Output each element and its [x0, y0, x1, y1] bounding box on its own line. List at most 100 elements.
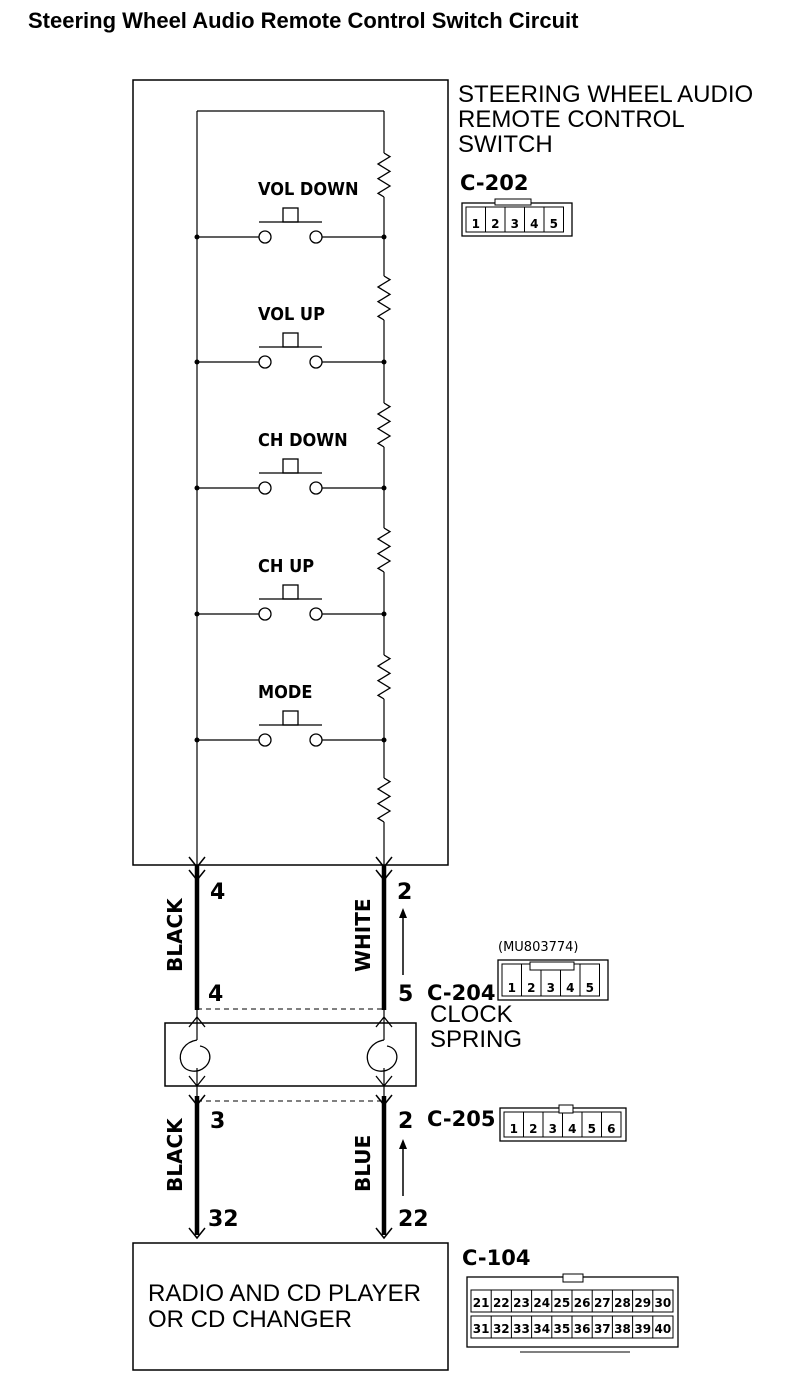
c205-label: C-205 [427, 1107, 495, 1131]
junction-dot [381, 485, 387, 491]
connector-key [558, 1104, 574, 1114]
pin-number: 35 [554, 1322, 571, 1336]
switch-label: CH UP [258, 556, 314, 577]
switch-vol-up: VOL UP [194, 304, 387, 369]
resistor-2 [376, 275, 392, 321]
signal-arrow-upper [399, 908, 407, 975]
switch-label: VOL DOWN [258, 179, 359, 200]
pin-number: 21 [473, 1296, 490, 1310]
connector-body [497, 959, 609, 1001]
resistor-4 [376, 527, 392, 573]
pin-number: 38 [614, 1322, 631, 1336]
clock-spring-label-line2: SPRING [430, 1026, 522, 1053]
switch-plunger [282, 584, 299, 600]
connector-key [529, 961, 575, 971]
switch-ch-down: CH DOWN [194, 430, 387, 495]
pin-number: 27 [594, 1296, 611, 1310]
pin-number: 36 [574, 1322, 591, 1336]
switch-plunger [282, 207, 299, 223]
pin-number: 2 [491, 217, 499, 231]
pin-upper-right-bottom: 5 [398, 982, 413, 1007]
wire-color-black-lower: BLACK [163, 1117, 187, 1192]
pin-number: 25 [554, 1296, 571, 1310]
contact [258, 733, 272, 747]
connector-key [494, 198, 532, 206]
pin-number: 32 [493, 1322, 510, 1336]
pin-lower-right-bottom: 22 [398, 1207, 429, 1232]
switch-unit-box [132, 79, 449, 866]
pin-number: 1 [510, 1122, 518, 1136]
pin-number: 29 [634, 1296, 651, 1310]
c204-label: C-204 [427, 981, 495, 1005]
pin-number: 30 [655, 1296, 672, 1310]
pin-number: 1 [508, 981, 516, 995]
pin-upper-left-bottom: 4 [208, 982, 223, 1007]
junction-dot [194, 359, 200, 365]
resistor-1 [376, 152, 392, 198]
contact [309, 230, 323, 244]
switch-plunger [282, 332, 299, 348]
resistor-3 [376, 402, 392, 448]
c202-label: C-202 [460, 171, 528, 195]
contact [258, 230, 272, 244]
pin-lower-left-top: 3 [210, 1109, 225, 1134]
pin-upper-right-top: 2 [397, 880, 412, 905]
pin-number: 31 [473, 1322, 490, 1336]
pin-number: 3 [547, 981, 555, 995]
pin-number: 4 [566, 981, 574, 995]
pin-number: 4 [530, 217, 538, 231]
radio-unit-box [132, 1242, 449, 1371]
upper-wires [188, 856, 393, 1010]
junction-dot [194, 737, 200, 743]
pin-number: 4 [568, 1122, 576, 1136]
pin-number: 40 [655, 1322, 672, 1336]
switch-ch-up: CH UP [194, 556, 387, 621]
contact [258, 481, 272, 495]
pin-number: 28 [614, 1296, 631, 1310]
pin-number: 1 [472, 217, 480, 231]
clock-spring-label-line1: CLOCK [430, 1001, 513, 1028]
lower-wires [188, 1094, 393, 1240]
pin-frame [465, 206, 564, 233]
radio-label-line1: RADIO AND CD PLAYER [148, 1280, 421, 1307]
switch-plunger [282, 710, 299, 726]
radio-label-line2: OR CD CHANGER [148, 1306, 352, 1333]
contact [309, 733, 323, 747]
pin-number: 37 [594, 1322, 611, 1336]
pin-lower-left-bottom: 32 [208, 1207, 239, 1232]
pin-number: 33 [513, 1322, 530, 1336]
switch-unit-label-line2: REMOTE CONTROL [458, 106, 685, 133]
wire-color-blue: BLUE [351, 1135, 375, 1192]
pin-number: 22 [493, 1296, 510, 1310]
pin-number: 2 [529, 1122, 537, 1136]
pin-number: 39 [634, 1322, 651, 1336]
pin-number: 24 [533, 1296, 550, 1310]
pin-number: 5 [586, 981, 594, 995]
pin-upper-left-top: 4 [210, 880, 225, 905]
resistor-6 [376, 777, 392, 823]
pin-number: 26 [574, 1296, 591, 1310]
contact [258, 607, 272, 621]
signal-arrow-lower [399, 1139, 407, 1196]
connector-key [562, 1273, 584, 1283]
clock-spring-box [164, 1022, 417, 1087]
c104-label: C-104 [462, 1246, 530, 1270]
junction-dot [194, 485, 200, 491]
switch-unit-label-line1: STEERING WHEEL AUDIO [458, 81, 753, 108]
contact [258, 355, 272, 369]
page-title: Steering Wheel Audio Remote Control Swit… [28, 8, 579, 33]
resistor-5 [376, 654, 392, 700]
wire-color-black-upper: BLACK [163, 897, 187, 972]
switch-label: MODE [258, 682, 312, 703]
pin-number: 6 [607, 1122, 615, 1136]
contact [309, 355, 323, 369]
pin-number: 3 [511, 217, 519, 231]
switch-group: VOL DOWN VOL UP CH DOWN CH UP MODE [194, 179, 387, 747]
pin-number: 5 [588, 1122, 596, 1136]
pin-number: 5 [550, 217, 558, 231]
junction-dot [381, 359, 387, 365]
